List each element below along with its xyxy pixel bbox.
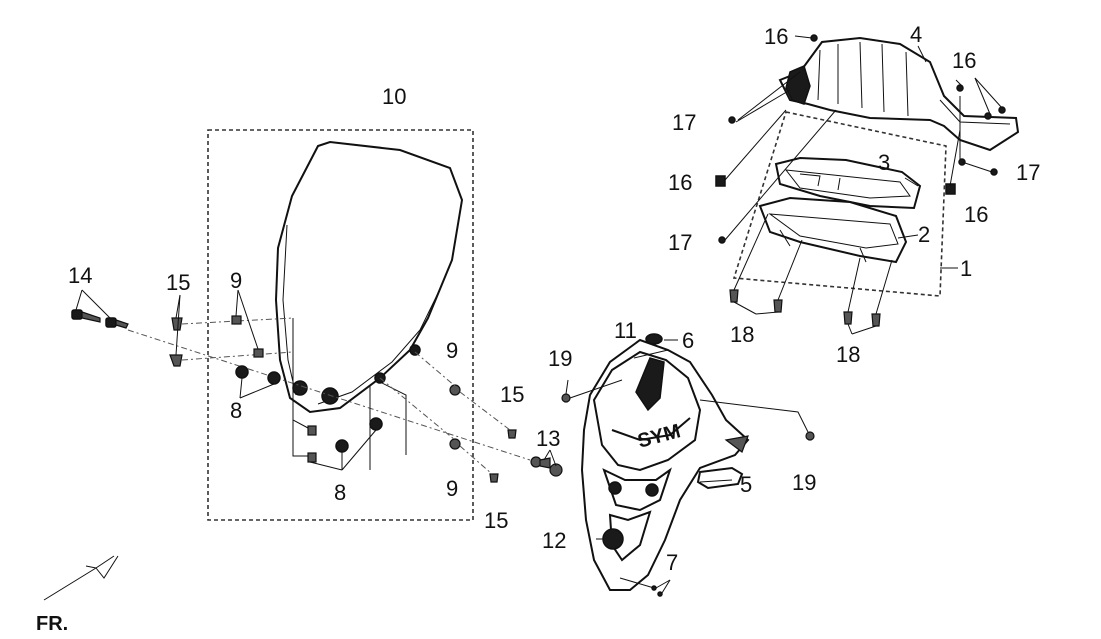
callout-15: 15 (500, 382, 524, 407)
callout-10: 10 (382, 84, 406, 109)
callout-6: 6 (682, 328, 694, 353)
callout-2: 2 (918, 222, 930, 247)
cap-part (645, 333, 663, 345)
callout-5: 5 (740, 472, 752, 497)
callout-7: 7 (666, 550, 678, 575)
fasteners-left (169, 289, 517, 483)
callout-17: 17 (672, 110, 696, 135)
callout-3: 3 (878, 150, 890, 175)
windshield-part (274, 140, 464, 414)
callout-9: 9 (446, 338, 458, 363)
callout-19: 19 (548, 346, 572, 371)
front-cover-group: SYM (530, 333, 815, 597)
callout-9: 9 (446, 476, 458, 501)
callout-14: 14 (68, 263, 92, 288)
front-label: FR. (36, 613, 68, 635)
callout-15: 15 (484, 508, 508, 533)
callout-18: 18 (730, 322, 754, 347)
callout-16: 16 (952, 48, 976, 73)
meter-group (715, 34, 1020, 335)
callout-8: 8 (230, 398, 242, 423)
windshield-group (207, 129, 474, 521)
meter-2-part (758, 196, 908, 264)
callout-16: 16 (964, 202, 988, 227)
callout-9: 9 (230, 268, 242, 293)
callout-17: 17 (1016, 160, 1040, 185)
panel-part (696, 466, 744, 490)
callout-18: 18 (836, 342, 860, 367)
callout-16: 16 (764, 24, 788, 49)
callout-4: 4 (910, 22, 922, 47)
callout-8: 8 (334, 480, 346, 505)
callout-19: 19 (792, 470, 816, 495)
emblem-part (602, 528, 624, 550)
callout-17: 17 (668, 230, 692, 255)
meter-top-housing (778, 36, 1020, 152)
callout-1: 1 (960, 256, 972, 281)
callout-15: 15 (166, 270, 190, 295)
callout-16: 16 (668, 170, 692, 195)
callout-11: 11 (614, 318, 637, 343)
meter-3-part (774, 156, 922, 210)
front-direction-arrow (43, 555, 119, 601)
screw-14 (71, 289, 531, 461)
callout-13: 13 (536, 426, 560, 451)
windshield-group-box (207, 129, 474, 521)
callout-12: 12 (542, 528, 566, 553)
